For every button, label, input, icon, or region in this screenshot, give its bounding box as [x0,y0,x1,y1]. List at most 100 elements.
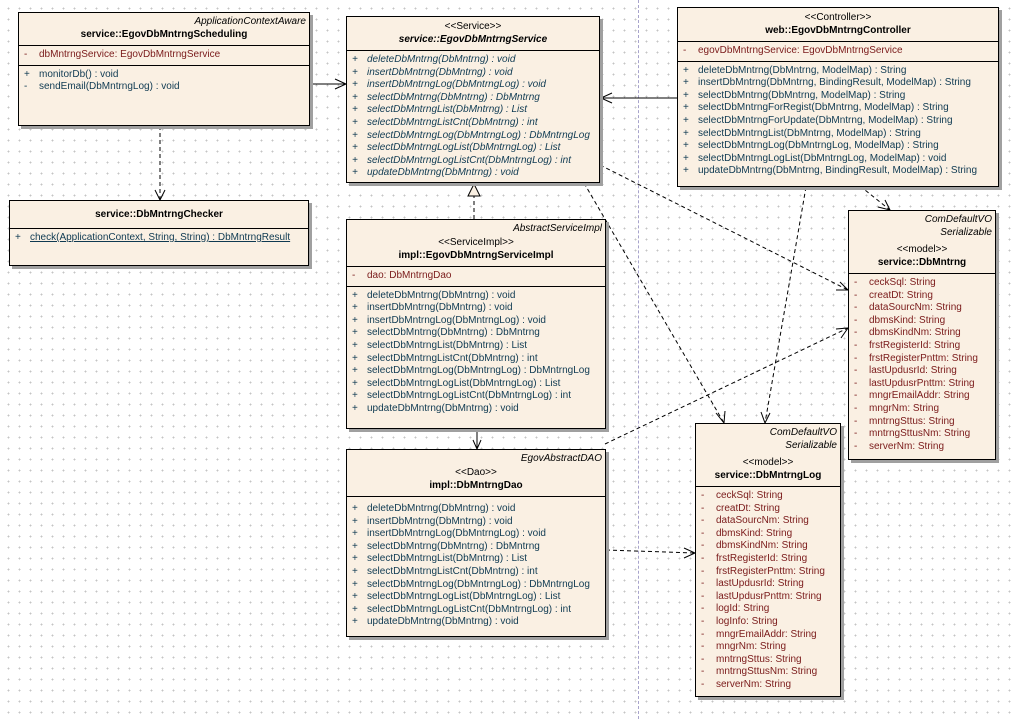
operation-row[interactable]: +selectDbMntrngList(DbMntrng) : List [352,104,528,116]
operation-row[interactable]: -sendEmail(DbMntrngLog) : void [24,81,180,93]
parent-class-label: EgovAbstractDAO [520,453,602,464]
class-name: service::DbMntrngLog [714,470,822,481]
attribute-row[interactable]: -ceckSql: String [701,490,783,501]
attribute-row[interactable]: -dbmsKind: String [701,527,793,539]
operation-row[interactable]: +insertDbMntrng(DbMntrng, BindingResult,… [683,77,971,89]
operations-section: +monitorDb() : void -sendEmail(DbMntrngL… [19,64,309,97]
operation-row[interactable]: +selectDbMntrngLog(DbMntrngLog) : DbMntr… [352,129,590,141]
class-db-mntrng-checker[interactable]: service::DbMntrngChecker +check(Applicat… [9,200,309,266]
operation-row[interactable]: +insertDbMntrngLog(DbMntrngLog) : void [352,314,546,326]
attribute-row[interactable]: -dbmsKind: String [854,314,946,326]
attribute-row[interactable]: -lastUpdusrPnttm: String [854,377,975,389]
attribute-row[interactable]: -mntrngSttus: String [854,415,955,427]
operation-row[interactable]: +selectDbMntrngLogListCnt(DbMntrngLog) :… [352,390,571,402]
attribute-row[interactable]: -mngrEmailAddr: String [701,628,817,640]
parent-interface-label: Serializable [940,227,992,238]
operation-row[interactable]: +selectDbMntrngList(DbMntrng, ModelMap) … [683,127,921,139]
attribute-row[interactable]: -lastUpdusrPnttm: String [701,590,822,602]
attribute-row[interactable]: -dbmsKindNm: String [854,327,961,339]
operation-row[interactable]: +deleteDbMntrng(DbMntrng) : void [352,54,516,65]
operation-row[interactable]: +selectDbMntrngLog(DbMntrngLog, ModelMap… [683,140,939,152]
operation-row[interactable]: +selectDbMntrngListCnt(DbMntrng) : int [352,116,538,128]
dep-dao-modellog[interactable] [605,549,696,554]
operation-row[interactable]: +deleteDbMntrng(DbMntrng, ModelMap) : St… [683,64,907,76]
class-db-mntrng-model[interactable]: ComDefaultVO Serializable <<model>> serv… [848,210,996,460]
attribute-row[interactable]: -dataSourcNm: String [854,302,962,314]
operation-row[interactable]: +updateDbMntrng(DbMntrng, BindingResult,… [683,165,978,177]
dep-controller-modellog[interactable] [764,186,807,424]
stereotype-label: <<Controller>> [804,12,872,23]
class-egov-db-mntrng-scheduling[interactable]: ApplicationContextAware service::EgovDbM… [18,12,310,126]
attribute-row[interactable]: -ceckSql: String [854,277,936,288]
operation-row[interactable]: +selectDbMntrngForUpdate(DbMntrng, Model… [683,114,953,126]
attribute-row[interactable]: -creatDt: String [854,289,933,301]
attribute-row[interactable]: -dao: DbMntrngDao [352,270,452,281]
class-egov-db-mntrng-service-impl[interactable]: AbstractServiceImpl <<ServiceImpl>> impl… [346,219,606,429]
dep-dao-modellog-arrowhead [683,547,697,559]
attribute-row[interactable]: -lastUpdusrId: String [701,578,804,590]
attribute-row[interactable]: -mntrngSttus: String [701,653,802,665]
class-egov-db-mntrng-controller[interactable]: <<Controller>> web::EgovDbMntrngControll… [677,7,999,187]
dep-controller-model[interactable] [859,185,891,211]
attribute-row[interactable]: -mntrngSttusNm: String [701,666,818,678]
attribute-row[interactable]: -serverNm: String [854,440,945,452]
operation-row[interactable]: +selectDbMntrngLogList(DbMntrngLog) : Li… [352,377,561,389]
attribute-row[interactable]: -logId: String [701,603,770,615]
operation-row[interactable]: +updateDbMntrng(DbMntrng) : void [352,167,519,179]
operation-row[interactable]: +selectDbMntrngListCnt(DbMntrng) : int [352,565,538,577]
operation-row[interactable]: +selectDbMntrngLog(DbMntrngLog) : DbMntr… [352,578,590,590]
operation-row[interactable]: +selectDbMntrng(DbMntrng) : DbMntrng [352,327,540,339]
attribute-row[interactable]: -frstRegisterPnttm: String [701,565,825,577]
operation-row[interactable]: +selectDbMntrngListCnt(DbMntrng) : int [352,352,538,364]
operation-row[interactable]: +selectDbMntrngLogList(DbMntrngLog) : Li… [352,591,561,603]
attribute-row[interactable]: -frstRegisterId: String [701,552,808,564]
attribute-row[interactable]: -egovDbMntrngService: EgovDbMntrngServic… [683,45,903,56]
attribute-row[interactable]: -mngrNm: String [701,641,787,653]
stereotype-label: <<Dao>> [455,467,497,478]
operation-row[interactable]: +check(ApplicationContext, String, Strin… [15,232,291,243]
attribute-row[interactable]: -mngrEmailAddr: String [854,390,970,402]
attribute-row[interactable]: -mntrngSttusNm: String [854,428,971,440]
stereotype-label: <<Service>> [444,21,502,32]
attribute-row[interactable]: -frstRegisterId: String [854,339,961,351]
assoc-controller-service-arrowhead [599,92,613,104]
attribute-row[interactable]: -mngrNm: String [854,402,940,414]
operation-row[interactable]: +insertDbMntrng(DbMntrng) : void [352,302,513,314]
attribute-row[interactable]: -frstRegisterPnttm: String [854,352,978,364]
operation-row[interactable]: +selectDbMntrngLog(DbMntrngLog) : DbMntr… [352,365,590,377]
class-egov-db-mntrng-service[interactable]: <<Service>> service::EgovDbMntrngService… [346,16,600,183]
attribute-row[interactable]: -dbmsKindNm: String [701,540,808,552]
operation-row[interactable]: +selectDbMntrng(DbMntrng) : DbMntrng [352,540,540,552]
attributes-section: -dao: DbMntrngDao [347,267,605,286]
operation-row[interactable]: +selectDbMntrngForRegist(DbMntrng, Model… [683,102,949,114]
operation-row[interactable]: +updateDbMntrng(DbMntrng) : void [352,402,519,414]
attribute-row[interactable]: -serverNm: String [701,678,792,690]
attribute-row[interactable]: -dbMntrngService: EgovDbMntrngService [24,49,221,60]
operation-row[interactable]: +insertDbMntrngLog(DbMntrngLog) : void [352,528,546,540]
operation-row[interactable]: +selectDbMntrngLogListCnt(DbMntrngLog) :… [352,154,571,166]
class-name: impl::EgovDbMntrngServiceImpl [398,250,554,261]
attribute-row[interactable]: -dataSourcNm: String [701,515,809,527]
operation-row[interactable]: +selectDbMntrng(DbMntrng) : DbMntrng [352,91,540,103]
class-db-mntrng-log-model[interactable]: ComDefaultVO Serializable <<model>> serv… [695,423,841,697]
operation-row[interactable]: +selectDbMntrngList(DbMntrng) : List [352,553,528,565]
operation-row[interactable]: +deleteDbMntrng(DbMntrng) : void [352,503,516,514]
attribute-row[interactable]: -lastUpdusrId: String [854,365,957,377]
attribute-row[interactable]: -creatDt: String [701,502,780,514]
operation-row[interactable]: +selectDbMntrng(DbMntrng, ModelMap) : St… [683,89,906,101]
operation-row[interactable]: +selectDbMntrngLogListCnt(DbMntrngLog) :… [352,603,571,615]
operation-row[interactable]: +insertDbMntrng(DbMntrng) : void [352,66,513,78]
class-db-mntrng-dao[interactable]: EgovAbstractDAO <<Dao>> impl::DbMntrngDa… [346,449,606,637]
operation-row[interactable]: +insertDbMntrng(DbMntrng) : void [352,515,513,527]
page-break-line [638,0,639,719]
operation-row[interactable]: +deleteDbMntrng(DbMntrng) : void [352,289,516,301]
operation-row[interactable]: +selectDbMntrngLogList(DbMntrngLog) : Li… [352,142,561,154]
dep-service-modellog-arrowhead [715,410,726,425]
operation-row[interactable]: +selectDbMntrngList(DbMntrng) : List [352,339,528,351]
operation-row[interactable]: +updateDbMntrng(DbMntrng) : void [352,616,519,628]
dep-dao-model-arrowhead [835,327,850,339]
attribute-row[interactable]: -logInfo: String [701,615,778,627]
operation-row[interactable]: +insertDbMntrngLog(DbMntrngLog) : void [352,79,546,91]
operation-row[interactable]: +selectDbMntrngLogList(DbMntrngLog, Mode… [683,152,947,164]
operation-row[interactable]: +monitorDb() : void [24,68,119,80]
